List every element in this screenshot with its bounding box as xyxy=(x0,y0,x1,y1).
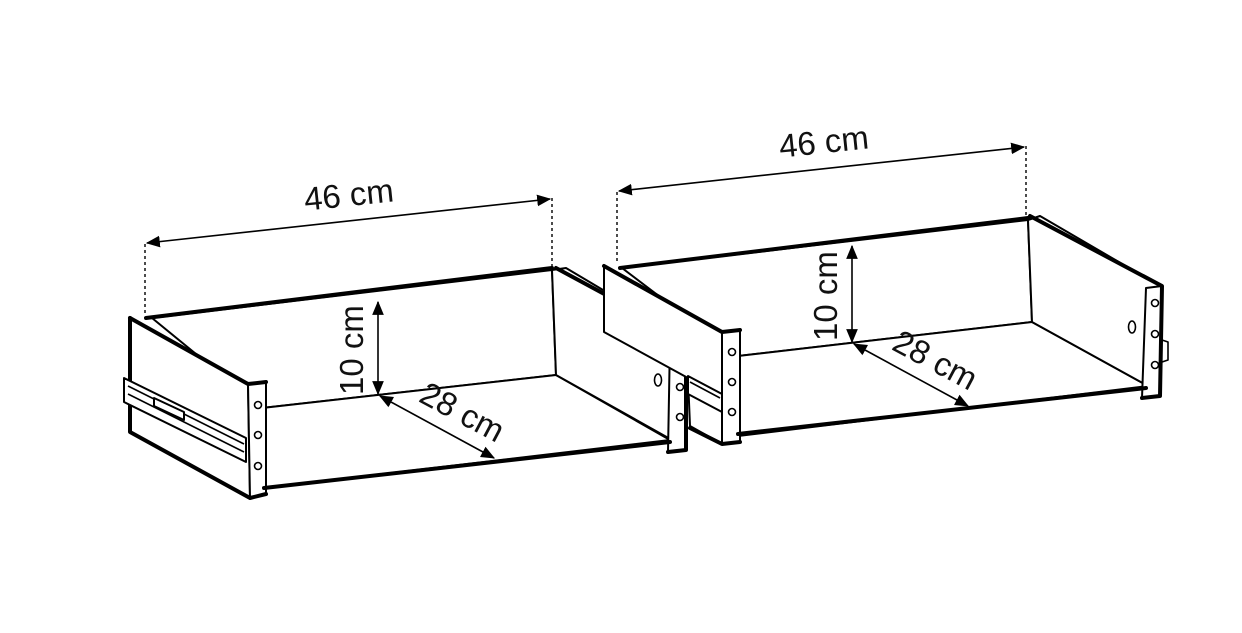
right-drawer-dowel-hole xyxy=(1150,298,1160,308)
right-drawer-dowel-hole xyxy=(727,407,737,417)
right-drawer-height-label: 10 cm xyxy=(807,251,844,341)
right-drawer-dowel-hole xyxy=(1150,360,1160,370)
right-drawer-dowel-hole xyxy=(727,347,737,357)
right-drawer-width-dimension-line xyxy=(617,142,1026,196)
left-drawer-handle-hole xyxy=(653,373,663,387)
left-drawer-height-label: 10 cm xyxy=(333,305,370,395)
right-drawer-handle-hole xyxy=(1127,320,1137,334)
right-drawer-dowel-hole xyxy=(727,377,737,387)
left-drawer-depth-dimension-line xyxy=(378,395,496,459)
right-drawer-left-side-edge xyxy=(721,329,741,445)
right-drawer: 46 cm 10 cm 28 cm xyxy=(602,118,1169,446)
left-drawer: 46 cm 10 cm 28 cm xyxy=(123,171,689,500)
right-drawer-dowel-hole xyxy=(1150,329,1160,339)
left-drawer-dowel-hole xyxy=(253,461,263,471)
right-drawer-width-label: 46 cm xyxy=(777,118,870,164)
right-drawer-slide-rail xyxy=(687,375,723,413)
right-drawer-rail-bracket xyxy=(1161,339,1169,363)
left-drawer-dowel-hole xyxy=(675,412,685,422)
left-drawer-width-label: 46 cm xyxy=(302,171,395,217)
left-drawer-width-dimension-line xyxy=(145,194,552,248)
left-drawer-dowel-hole xyxy=(253,400,263,410)
left-drawer-left-side-edge xyxy=(247,381,267,499)
left-drawer-slide-rail xyxy=(123,377,247,463)
right-drawer-depth-dimension-line xyxy=(852,343,970,407)
left-drawer-dowel-hole xyxy=(675,382,685,392)
left-drawer-dowel-hole xyxy=(253,430,263,440)
